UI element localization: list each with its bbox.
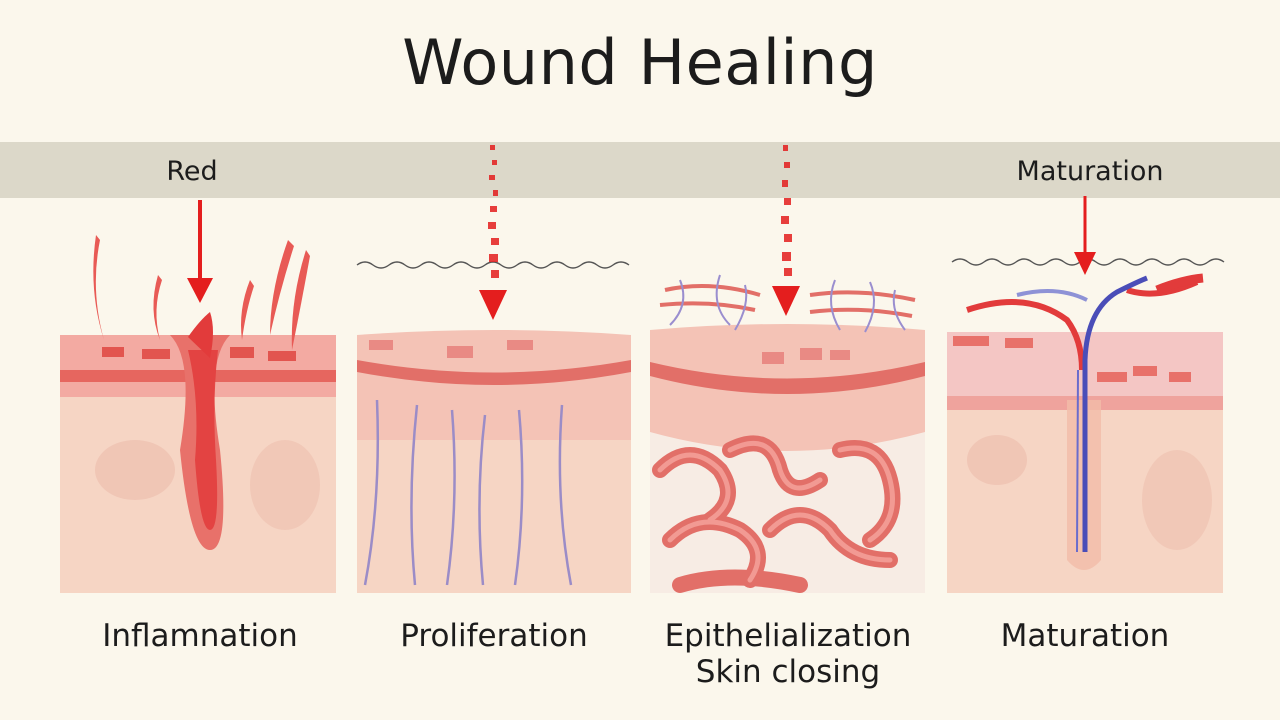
proliferation-illustration [356,145,631,593]
panel-epithelialization [650,145,925,595]
maturation-illustration [947,196,1225,593]
caption-stage-4: Maturation [945,618,1225,654]
panel-maturation [947,196,1225,595]
caption-stage-3-sublabel: Skin closing [695,654,881,690]
panel-proliferation [356,145,631,595]
caption-stage-2: Proliferation [352,618,636,654]
panel-inflammation [60,200,336,595]
band-label-left: Red [166,156,218,187]
caption-stage-2-label: Proliferation [400,618,588,654]
page-title: Wound Healing [402,26,878,99]
caption-stage-3-label: Epithelialization [664,618,912,654]
caption-stage-1-label: Inflamnation [102,618,298,654]
epithelialization-illustration [650,145,925,593]
band-label-right: Maturation [1016,156,1164,187]
caption-stage-3: Epithelialization Skin closing [640,618,936,690]
inflammation-illustration [60,200,336,593]
header-band [0,142,1280,198]
caption-stage-4-label: Maturation [1000,618,1170,654]
caption-stage-1: Inflamnation [60,618,340,654]
